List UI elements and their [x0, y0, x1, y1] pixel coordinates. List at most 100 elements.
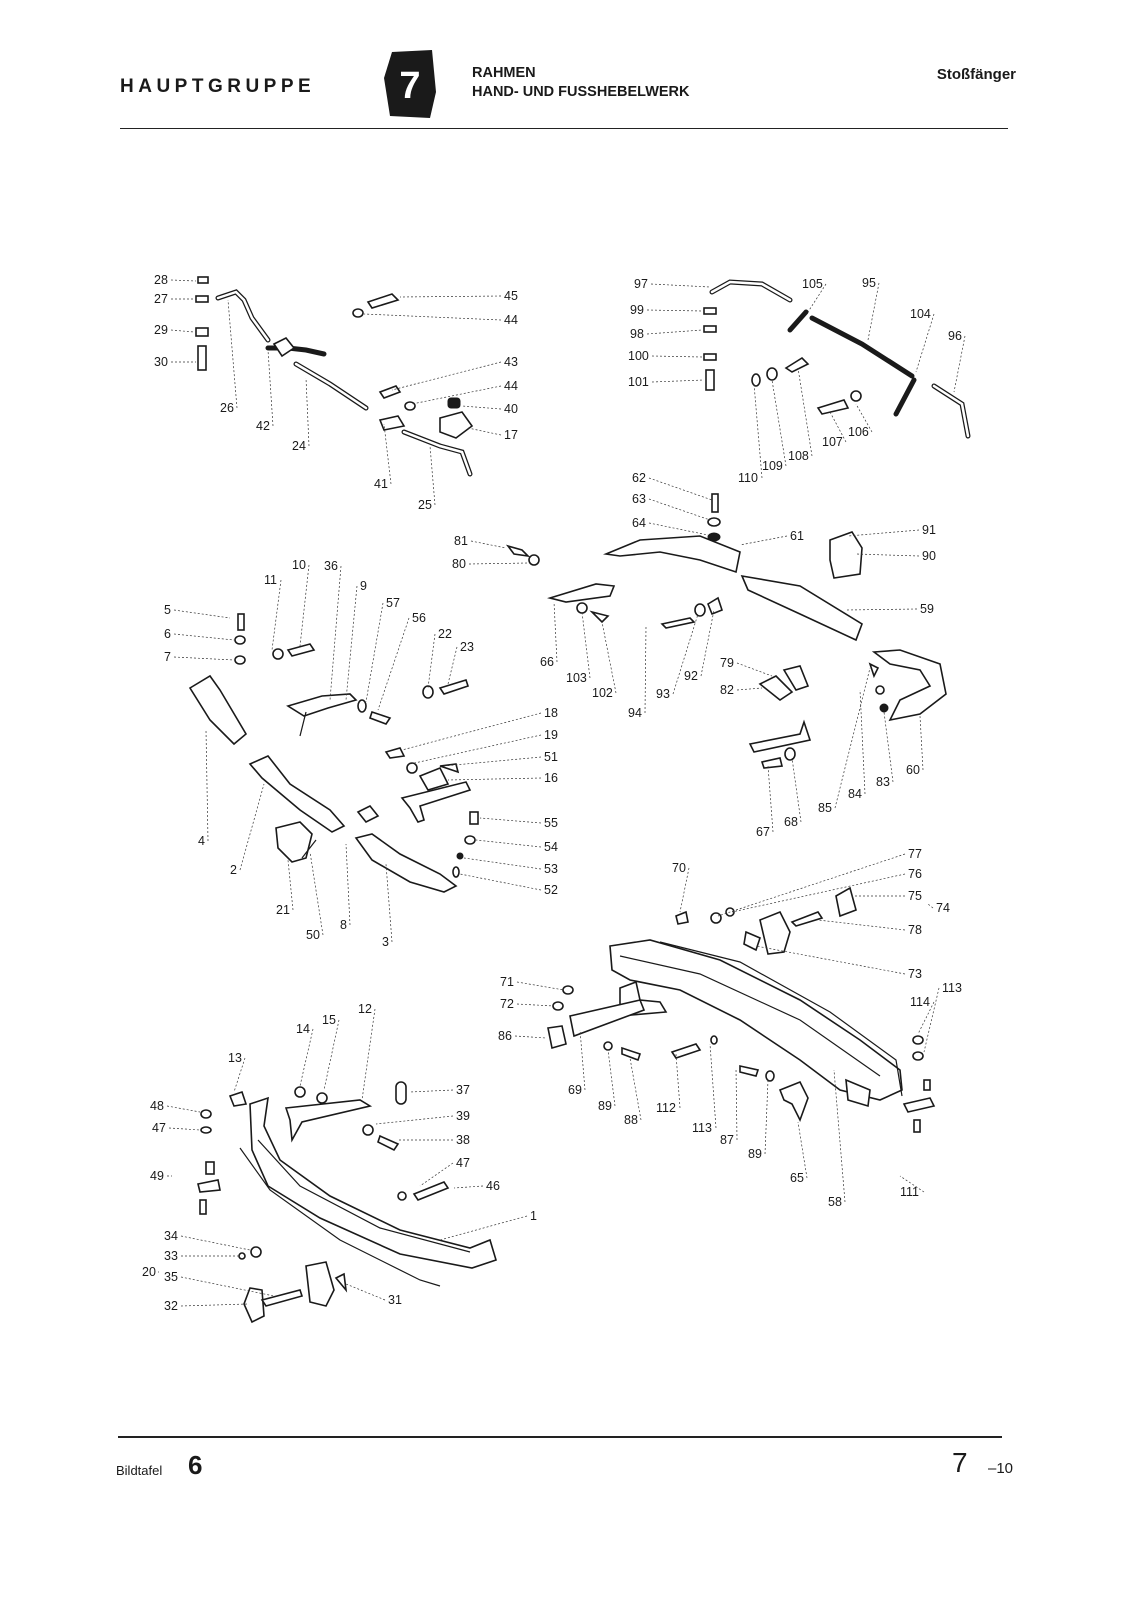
part-label-54: 54: [544, 840, 558, 854]
leader-line-16: [447, 777, 542, 781]
part-label-45: 45: [504, 289, 518, 303]
leader-line-15: [323, 1019, 340, 1091]
part-label-98: 98: [630, 327, 644, 341]
part-label-29: 29: [154, 323, 168, 337]
leader-line-53: [463, 857, 542, 870]
part-label-44b: 44: [504, 379, 518, 393]
leader-line-85: [834, 667, 871, 809]
leader-line-114: [917, 1001, 935, 1035]
part-label-15: 15: [322, 1013, 336, 1027]
plate-label: Bildtafel: [116, 1463, 163, 1478]
part-label-93: 93: [656, 687, 670, 701]
part-label-39: 39: [456, 1109, 470, 1123]
part-label-27: 27: [154, 292, 168, 306]
leader-line-50: [309, 851, 324, 936]
part-label-63: 63: [632, 492, 646, 506]
part-label-80: 80: [452, 557, 466, 571]
part-label-86: 86: [498, 1029, 512, 1043]
part-label-97: 97: [634, 277, 648, 291]
leader-line-47b: [419, 1162, 454, 1187]
leader-line-45: [399, 295, 502, 298]
leader-line-99: [646, 309, 703, 312]
part-label-88: 88: [624, 1113, 638, 1127]
leader-line-40: [461, 405, 502, 410]
leader-line-60: [919, 715, 924, 771]
part-label-47b: 47: [456, 1156, 470, 1170]
part-label-4: 4: [198, 834, 205, 848]
part-label-70: 70: [672, 861, 686, 875]
leader-line-56: [377, 617, 410, 711]
part-label-49: 49: [150, 1169, 164, 1183]
leader-line-2: [239, 783, 265, 871]
part-label-77: 77: [908, 847, 922, 861]
part-label-22: 22: [438, 627, 452, 641]
leader-line-44b: [411, 385, 502, 405]
leader-line-113: [709, 1043, 717, 1129]
leader-line-37: [409, 1089, 454, 1093]
leader-line-9: [345, 585, 358, 701]
leader-line-4: [205, 729, 209, 842]
part-label-17: 17: [504, 428, 518, 442]
part-label-101: 101: [628, 375, 649, 389]
leader-line-11: [271, 579, 282, 651]
leader-line-39: [375, 1115, 454, 1125]
leader-line-62: [648, 477, 713, 501]
leader-line-18: [401, 712, 542, 751]
leader-line-95: [867, 282, 880, 341]
leader-line-103: [581, 611, 591, 679]
part-label-76: 76: [908, 867, 922, 881]
leader-line-21: [287, 859, 294, 911]
leader-line-13: [233, 1057, 246, 1093]
part-label-73: 73: [908, 967, 922, 981]
leader-line-12: [361, 1008, 376, 1101]
leader-line-96: [953, 335, 966, 393]
leader-line-72: [516, 1003, 555, 1007]
leader-line-66: [553, 601, 558, 663]
leader-line-28: [170, 279, 197, 282]
leader-line-14: [299, 1028, 314, 1087]
part-label-32: 32: [164, 1299, 178, 1313]
part-label-94: 94: [628, 706, 642, 720]
leader-line-10: [299, 564, 310, 647]
part-label-113b: 113: [942, 981, 962, 995]
group-label: HAUPTGRUPPE: [120, 76, 316, 97]
part-label-110: 110: [738, 471, 758, 485]
part-label-40: 40: [504, 402, 518, 416]
part-label-30: 30: [154, 355, 168, 369]
leader-line-89b: [764, 1079, 769, 1155]
leader-line-36: [329, 565, 342, 701]
leader-line-98: [646, 329, 703, 335]
leader-line-92: [700, 609, 715, 677]
leader-line-3: [385, 863, 393, 943]
group-number: 7: [399, 65, 420, 107]
part-label-108: 108: [788, 449, 809, 463]
leader-line-1: [439, 1215, 528, 1241]
part-label-8: 8: [340, 918, 347, 932]
part-label-1: 1: [530, 1209, 537, 1223]
leader-line-86: [514, 1035, 547, 1039]
leader-line-31: [345, 1283, 386, 1301]
leader-line-6: [173, 633, 235, 641]
parts-drawing: [188, 276, 971, 1324]
leader-line-69: [579, 1029, 586, 1091]
leader-line-8: [345, 843, 351, 926]
part-label-53: 53: [544, 862, 558, 876]
part-label-64: 64: [632, 516, 646, 530]
leader-line-76: [731, 873, 906, 913]
leader-line-88: [629, 1057, 642, 1121]
part-label-107: 107: [822, 435, 843, 449]
part-label-71: 71: [500, 975, 514, 989]
leader-line-42: [267, 349, 274, 427]
part-label-24: 24: [292, 439, 306, 453]
part-label-78: 78: [908, 923, 922, 937]
part-label-102: 102: [592, 686, 613, 700]
leader-line-67: [767, 765, 774, 833]
leader-line-80: [468, 562, 529, 565]
plate-number: 6: [188, 1450, 203, 1480]
part-label-61: 61: [790, 529, 804, 543]
part-label-41: 41: [374, 477, 388, 491]
leader-line-104: [915, 313, 935, 373]
leader-line-51: [443, 756, 542, 767]
part-label-56: 56: [412, 611, 426, 625]
